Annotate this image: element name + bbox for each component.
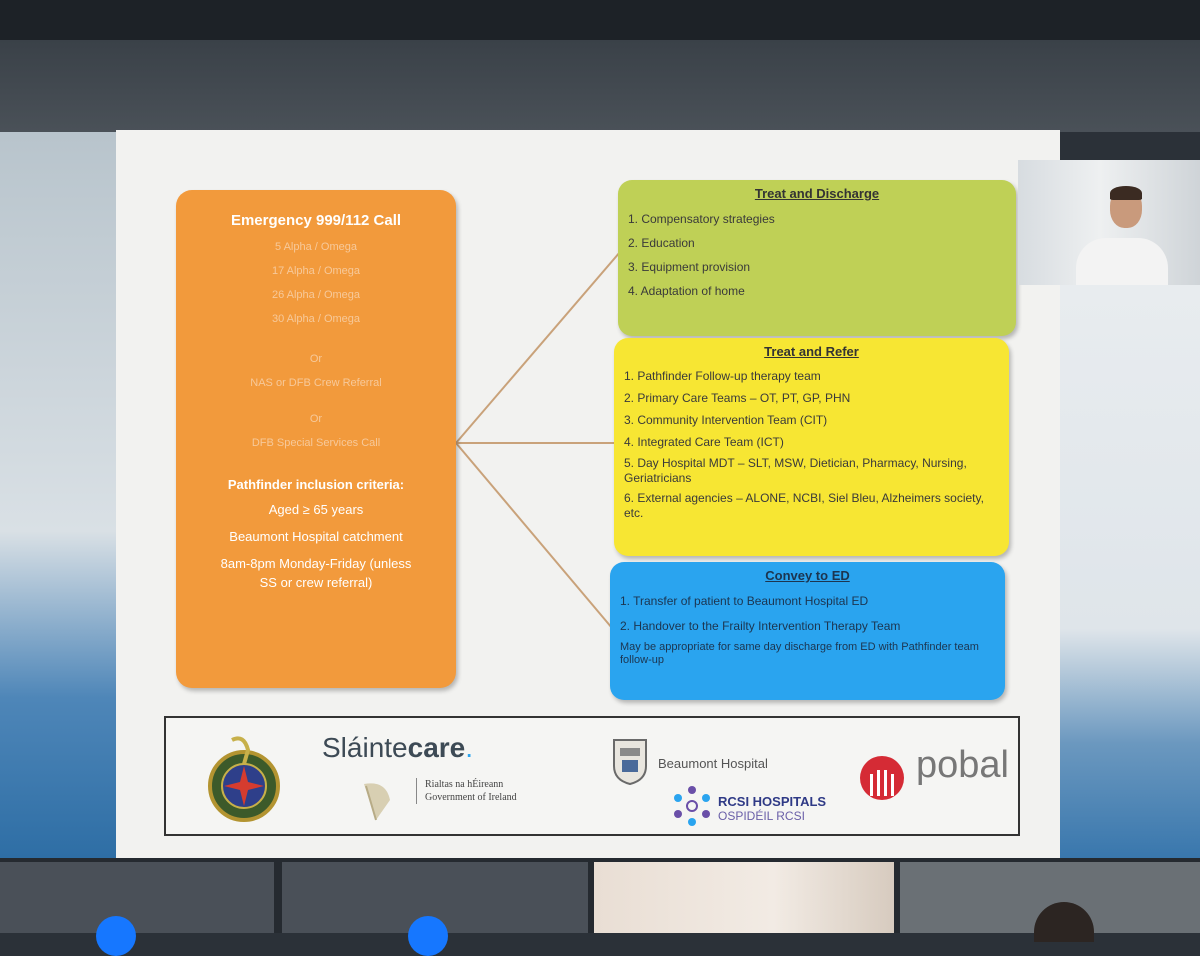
criteria-item: SS or crew referral): [259, 575, 373, 590]
list-item: 1. Transfer of patient to Beaumont Hospi…: [620, 594, 869, 608]
background-right: [1060, 285, 1200, 858]
fire-brigade-crest-icon: [208, 736, 280, 822]
treat-refer-box: Treat and Refer 1. Pathfinder Follow-up …: [614, 338, 1009, 556]
avatar: [96, 916, 136, 956]
treat-discharge-title: Treat and Discharge: [754, 186, 880, 201]
code-item: 30 Alpha / Omega: [271, 313, 361, 325]
convey-note: May be appropriate for same day discharg…: [620, 641, 979, 666]
rcsi-network-icon: [674, 786, 710, 826]
slainte-dot: .: [465, 732, 474, 763]
rcsi-title: RCSI HOSPITALS: [718, 794, 827, 809]
list-item: 2. Education: [628, 236, 695, 250]
slaintecare-logo: Sláintecare.: [322, 732, 473, 764]
background-left: [0, 132, 116, 858]
meeting-top-bar: [0, 0, 1200, 40]
list-item: 1. Pathfinder Follow-up therapy team: [624, 369, 821, 383]
pobal-mark-icon: [860, 756, 904, 800]
emergency-call-box: Emergency 999/112 Call 5 Alpha / Omega 1…: [176, 190, 456, 688]
participant-video-tile[interactable]: [1018, 160, 1200, 285]
gov-english: Government of Ireland: [425, 792, 517, 803]
list-item: 6. External agencies – ALONE, NCBI, Siel…: [624, 491, 984, 520]
participant-body: [1076, 238, 1168, 285]
special-services: DFB Special Services Call: [251, 437, 381, 449]
list-item: 2. Primary Care Teams – OT, PT, GP, PHN: [624, 391, 851, 405]
avatar: [1034, 902, 1094, 942]
code-item: 5 Alpha / Omega: [275, 241, 357, 253]
participant-tile[interactable]: [0, 862, 274, 956]
list-item: 1. Compensatory strategies: [628, 212, 775, 226]
list-item: 5. Day Hospital MDT – SLT, MSW, Dieticia…: [624, 456, 967, 485]
meeting-header-band: [0, 40, 1200, 132]
list-item: 4. Adaptation of home: [628, 284, 745, 298]
convey-ed-title: Convey to ED: [765, 568, 850, 583]
code-item: 17 Alpha / Omega: [271, 265, 361, 277]
list-item: 2. Handover to the Frailty Intervention …: [620, 619, 901, 633]
care-text: care: [407, 732, 466, 763]
partner-logos-strip: Sláintecare. Rialtas na hÉireann Governm…: [164, 716, 1020, 836]
code-item: 26 Alpha / Omega: [271, 289, 361, 301]
or-separator: Or: [309, 353, 323, 365]
government-of-ireland: Rialtas na hÉireann Government of Irelan…: [416, 778, 575, 804]
rcsi-hospitals-logo: RCSI HOSPITALS OSPIDÉIL RCSI: [718, 794, 826, 824]
slainte-text: Sláinte: [322, 732, 408, 763]
criteria-item: 8am-8pm Monday-Friday (unless: [220, 556, 412, 571]
treat-discharge-box: Treat and Discharge 1. Compensatory stra…: [618, 180, 1016, 336]
participant-tile[interactable]: [900, 862, 1200, 942]
list-item: 3. Community Intervention Team (CIT): [624, 413, 828, 427]
or-separator: Or: [309, 413, 323, 425]
criteria-item: Beaumont Hospital catchment: [229, 529, 403, 544]
beaumont-hospital-logo: Beaumont Hospital: [658, 756, 768, 771]
list-item: 4. Integrated Care Team (ICT): [624, 435, 784, 449]
rcsi-irish: OSPIDÉIL RCSI: [718, 809, 805, 823]
criteria-item: Aged ≥ 65 years: [268, 502, 364, 517]
participant-hair: [1110, 186, 1142, 200]
convey-ed-box: Convey to ED 1. Transfer of patient to B…: [610, 562, 1005, 700]
crew-referral: NAS or DFB Crew Referral: [250, 377, 382, 389]
harp-icon: [364, 783, 390, 821]
participant-tile[interactable]: [594, 862, 894, 933]
treat-refer-title: Treat and Refer: [764, 344, 859, 359]
pobal-logo: pobal: [916, 744, 1009, 786]
participant-tile[interactable]: [282, 862, 588, 956]
gov-irish: Rialtas na hÉireann: [425, 779, 504, 790]
emergency-title: Emergency 999/112 Call: [230, 212, 402, 229]
beaumont-crest-icon: [613, 739, 647, 786]
criteria-title: Pathfinder inclusion criteria:: [227, 477, 405, 492]
avatar: [408, 916, 448, 956]
list-item: 3. Equipment provision: [628, 260, 751, 274]
